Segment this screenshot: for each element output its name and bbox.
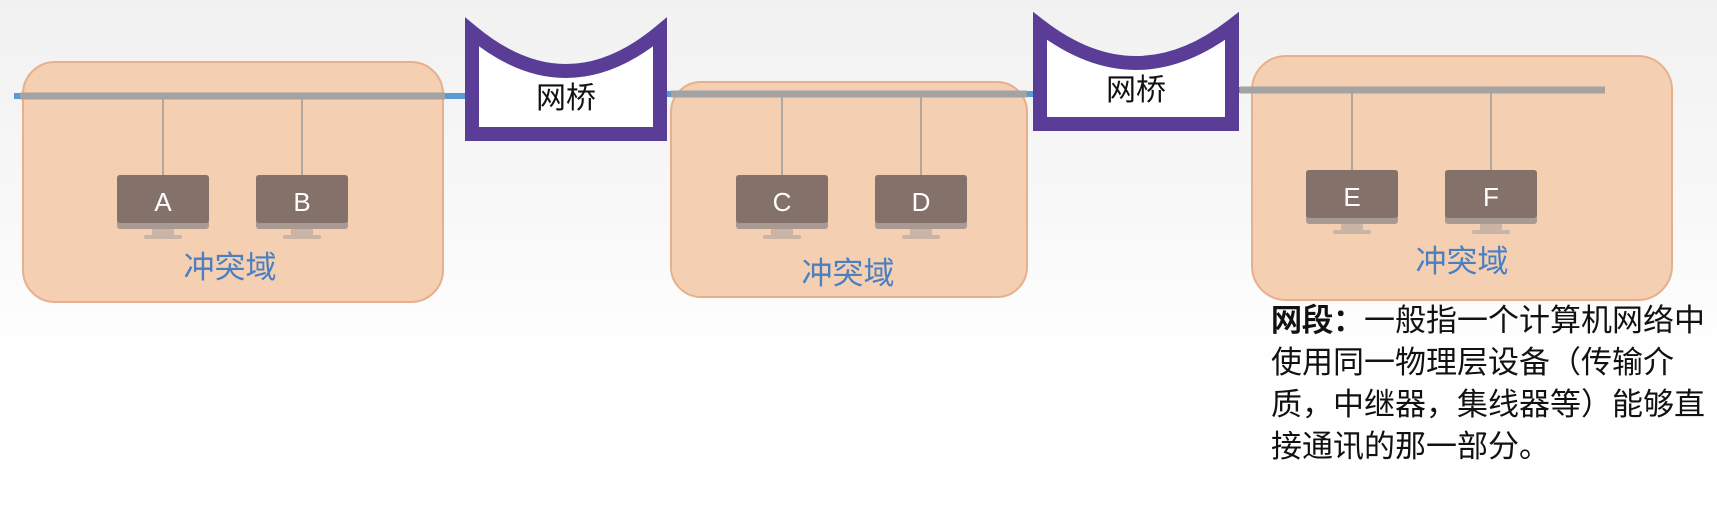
bridge-label: 网桥 (1106, 73, 1166, 108)
bridge-label: 网桥 (536, 81, 596, 116)
bridge-2: 网桥 (1033, 11, 1239, 131)
bridge-1: 网桥 (465, 17, 667, 141)
segment-definition: 网段：一般指一个计算机网络中使用同一物理层设备（传输介质，中继器，集线器等）能够… (1271, 300, 1711, 468)
computer-icon-d: D (875, 175, 967, 239)
host-label-d: D (912, 187, 931, 217)
collision-domain-label: 冲突域 (184, 250, 277, 286)
collision-domain-box (670, 81, 1028, 298)
computer-icon-e: E (1306, 170, 1398, 234)
collision-domain-2: C D 冲突域 (670, 81, 1028, 298)
bridge-icon (1033, 11, 1239, 131)
collision-domain-label: 冲突域 (802, 256, 895, 292)
collision-domain-box (22, 61, 444, 303)
bridge-icon (465, 17, 667, 141)
computer-icon-f: F (1445, 170, 1537, 234)
definition-text: 一般指一个计算机网络中使用同一物理层设备（传输介质，中继器，集线器等）能够直接通… (1271, 303, 1705, 465)
computer-icon-a: A (117, 175, 209, 239)
computer-icon-c: C (736, 175, 828, 239)
computer-icon-b: B (256, 175, 348, 239)
definition-term: 网段： (1271, 303, 1364, 339)
host-label-b: B (293, 187, 310, 217)
collision-domain-3: E F 冲突域 (1240, 55, 1673, 301)
collision-domain-1: A B 冲突域 (20, 61, 445, 303)
host-label-f: F (1483, 182, 1499, 212)
host-label-e: E (1343, 182, 1360, 212)
host-label-a: A (154, 187, 172, 217)
host-label-c: C (773, 187, 792, 217)
collision-domain-label: 冲突域 (1416, 244, 1509, 280)
